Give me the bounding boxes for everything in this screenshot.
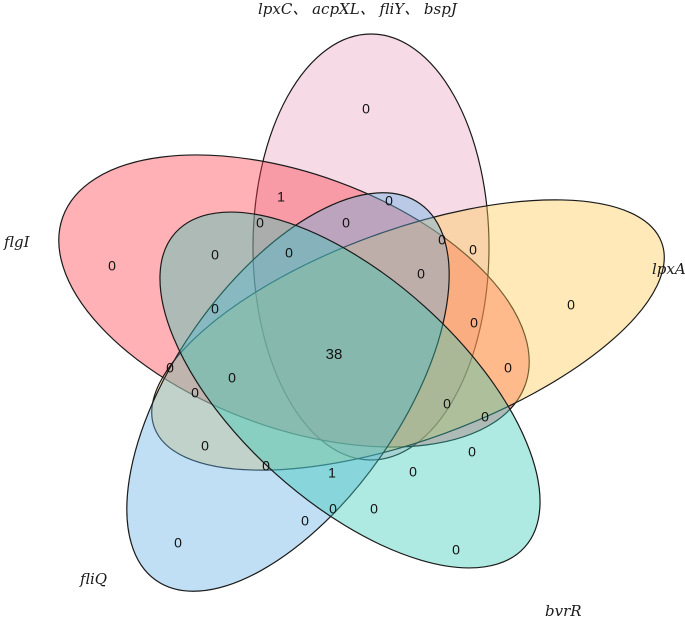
set-a-ellipse <box>252 33 490 461</box>
count-region-10: 0 <box>211 301 219 317</box>
count-region-5: 0 <box>438 232 446 248</box>
count-region-1: 1 <box>277 189 285 205</box>
count-region-22: 1 <box>328 465 336 481</box>
set-label-b: flgI <box>3 233 31 251</box>
count-region-7: 0 <box>211 247 219 263</box>
count-c-only: 0 <box>567 297 575 313</box>
count-region-18: 0 <box>201 438 209 454</box>
set-c-ellipse <box>151 199 665 471</box>
count-region-13: 0 <box>228 370 236 386</box>
count-a-only: 0 <box>362 101 370 117</box>
count-region-11: 0 <box>470 315 478 331</box>
count-region-14: 0 <box>504 360 512 376</box>
count-region-6: 0 <box>469 242 477 258</box>
set-b-ellipse <box>58 154 530 448</box>
count-region-20: 0 <box>262 458 270 474</box>
set-label-e: bvrR <box>545 602 582 620</box>
count-region-12: 0 <box>166 360 174 376</box>
count-region-9: 0 <box>417 266 425 282</box>
count-e-only: 0 <box>452 542 460 558</box>
count-region-2: 0 <box>385 193 393 209</box>
set-label-c: lpxA <box>652 260 685 278</box>
count-all-five: 38 <box>326 346 343 363</box>
set-label-d: fliQ <box>79 570 107 588</box>
count-region-8: 0 <box>285 245 293 261</box>
count-region-25: 0 <box>301 513 309 529</box>
set-label-a: lpxC、 acpXL、 fliY、 bspJ <box>258 0 458 18</box>
count-region-21: 0 <box>409 464 417 480</box>
count-region-16: 0 <box>443 396 451 412</box>
count-region-23: 0 <box>370 501 378 517</box>
count-region-4: 0 <box>342 215 350 231</box>
count-region-19: 0 <box>468 444 476 460</box>
set-d-ellipse <box>126 192 450 592</box>
count-b-only: 0 <box>108 258 116 274</box>
count-region-3: 0 <box>256 215 264 231</box>
set-e-ellipse <box>159 211 541 569</box>
count-region-24: 0 <box>329 501 337 517</box>
count-region-15: 0 <box>191 385 199 401</box>
count-d-only: 0 <box>174 535 182 551</box>
count-region-17: 0 <box>481 409 489 425</box>
